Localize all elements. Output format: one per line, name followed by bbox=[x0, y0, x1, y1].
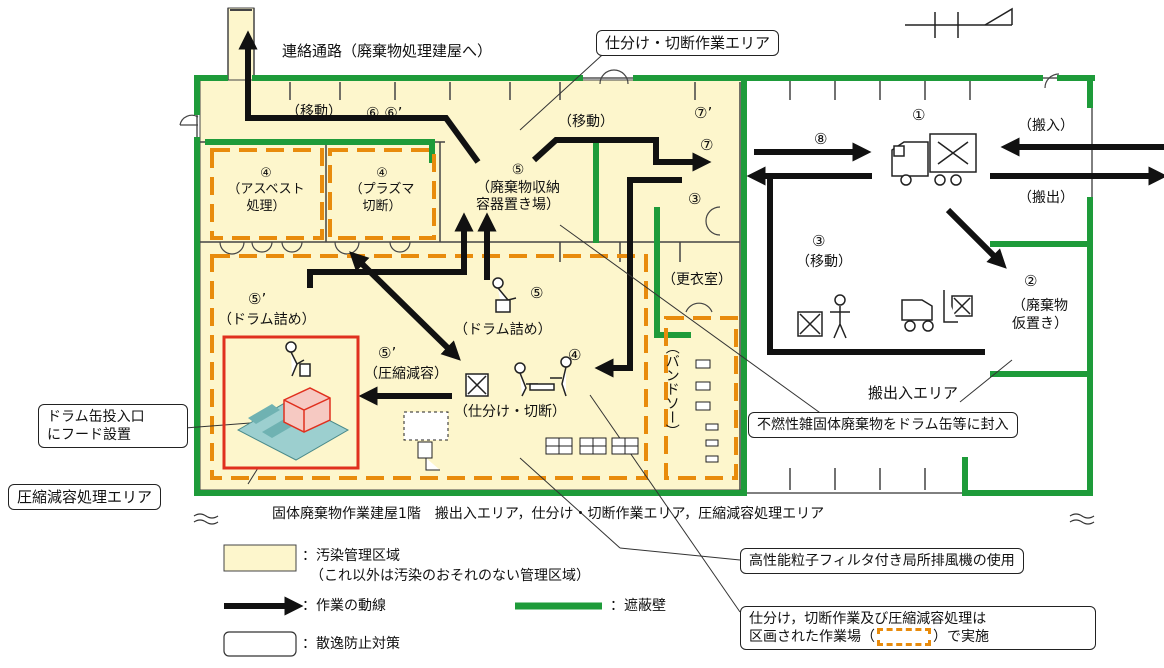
seal-callout: 不燃性雑固体廃棄物をドラム缶等に封入 bbox=[748, 412, 1018, 438]
work-zone-line2-pre: 区画された作業場（ bbox=[749, 629, 875, 645]
flow-two-label: ② bbox=[1024, 272, 1038, 290]
flow-seven-label: ⑦ bbox=[700, 136, 714, 154]
carry-area-label: 搬出入エリア bbox=[868, 384, 959, 402]
room-drum-fill-left-label: （ドラム詰め） bbox=[218, 312, 316, 328]
room-asbestos-num: ④ bbox=[260, 166, 272, 181]
room-sorting-num: ④ bbox=[568, 346, 582, 364]
room-plasma-line1: （プラズマ bbox=[349, 182, 415, 198]
sorting-area-callout: 仕分け・切断作業エリア bbox=[596, 30, 780, 56]
flow-eight-label: ⑧ bbox=[814, 130, 828, 148]
work-zone-callout: 仕分け，切断作業及び圧縮減容処理は 区画された作業場（ ）で実施 bbox=[740, 606, 1096, 650]
carry-out-label: （搬出） bbox=[1018, 190, 1074, 206]
room-storage-line2: 容器置き場） bbox=[476, 197, 560, 213]
north-arrow-icon bbox=[905, 7, 1013, 38]
legend-contamination-line1: ：汚染管理区域 bbox=[302, 548, 400, 564]
break-symbols bbox=[193, 513, 1095, 525]
hepa-callout: 高性能粒子フィルタ付き局所排風機の使用 bbox=[740, 548, 1024, 574]
room-sorting-label: （仕分け・切断） bbox=[454, 404, 566, 420]
carry-in-label: （搬入） bbox=[1018, 118, 1074, 134]
door-arcs bbox=[179, 69, 1060, 313]
room-storage-line1: （廃棄物収納 bbox=[476, 179, 560, 196]
room-asbestos-line1: （アスベスト bbox=[227, 182, 305, 198]
work-zone-line1: 仕分け，切断作業及び圧縮減容処理は bbox=[749, 611, 987, 627]
room-asbestos-line2: 処理） bbox=[246, 198, 286, 214]
room-storage-num: ⑤ bbox=[511, 162, 525, 178]
equipment-icons bbox=[403, 359, 719, 471]
worker-icon bbox=[285, 277, 572, 397]
drum-hood-line2: にフード設置 bbox=[47, 427, 131, 443]
move-right-label: （移動） bbox=[796, 254, 852, 270]
truck-icon bbox=[891, 133, 977, 186]
flow-six-label: ⑥ ⑥’ bbox=[366, 104, 403, 122]
move-top-label: （移動） bbox=[286, 104, 342, 120]
room-compress-label: （圧縮減容） bbox=[364, 366, 448, 382]
room-plasma-line2: 切断） bbox=[362, 198, 402, 214]
flow-three-right-label: ③ bbox=[812, 232, 826, 250]
room-asbestos: ④ （アスベスト 処理） bbox=[214, 166, 318, 215]
legend-contamination-swatch bbox=[223, 544, 297, 572]
floor-caption: 固体廃棄物作業建屋1階 搬出入エリア，仕分け・切断作業エリア，圧縮減容処理エリア bbox=[272, 506, 825, 522]
flow-seven-prime-label: ⑦’ bbox=[694, 104, 713, 122]
flow-three-mid-label: ③ bbox=[688, 190, 702, 208]
temp-storage-line2: 仮置き） bbox=[1012, 315, 1068, 332]
work-zone-line2: 区画された作業場（ ）で実施 bbox=[749, 628, 1087, 646]
corridor-label: 連絡通路（廃棄物処理建屋へ） bbox=[282, 42, 493, 60]
room-drum-fill-right-label: （ドラム詰め） bbox=[454, 322, 552, 338]
legend-contamination-line2: （これ以外は汚染のおそれのない管理区域） bbox=[310, 568, 590, 584]
legend-scatter-swatch bbox=[223, 631, 297, 657]
forklift-icon bbox=[797, 290, 973, 339]
room-drum-fill-right-num: ⑤ bbox=[530, 284, 544, 302]
room-drum-fill-left-num: ⑤’ bbox=[248, 290, 267, 308]
compactor-machine-icon bbox=[236, 387, 350, 461]
temp-storage-label: （廃棄物 仮置き） bbox=[1000, 298, 1080, 333]
shield-walls bbox=[194, 75, 1095, 496]
legend-flow-label: ：作業の動線 bbox=[302, 598, 386, 614]
compress-area-box bbox=[222, 335, 360, 470]
drum-hood-callout: ドラム缶投入口 にフード設置 bbox=[38, 404, 188, 448]
room-compress-num: ⑤’ bbox=[378, 344, 397, 362]
room-storage: ⑤ （廃棄物収納 容器置き場） bbox=[458, 162, 578, 215]
room-plasma-num: ④ bbox=[376, 166, 388, 181]
temp-storage-line1: （廃棄物 bbox=[1012, 298, 1068, 314]
legend-scatter-label: ：散逸防止対策 bbox=[302, 636, 400, 652]
flow-one-label: ① bbox=[912, 106, 926, 124]
room-bandsaw-label: （バンドソー） bbox=[663, 340, 680, 438]
work-zone-dash-icon bbox=[877, 628, 931, 646]
room-plasma: ④ （プラズマ 切断） bbox=[332, 166, 432, 215]
drum-hood-line1: ドラム缶投入口 bbox=[47, 409, 145, 425]
compress-area-callout: 圧縮減容処理エリア bbox=[8, 484, 162, 510]
work-zone-line2-post: ）で実施 bbox=[933, 629, 989, 645]
move-mid-label: （移動） bbox=[558, 114, 614, 130]
work-zones bbox=[210, 148, 738, 480]
legend-shield-label: ：遮蔽壁 bbox=[610, 598, 666, 614]
room-changing: （更衣室） bbox=[662, 272, 732, 288]
flow-arrows bbox=[238, 30, 1164, 406]
